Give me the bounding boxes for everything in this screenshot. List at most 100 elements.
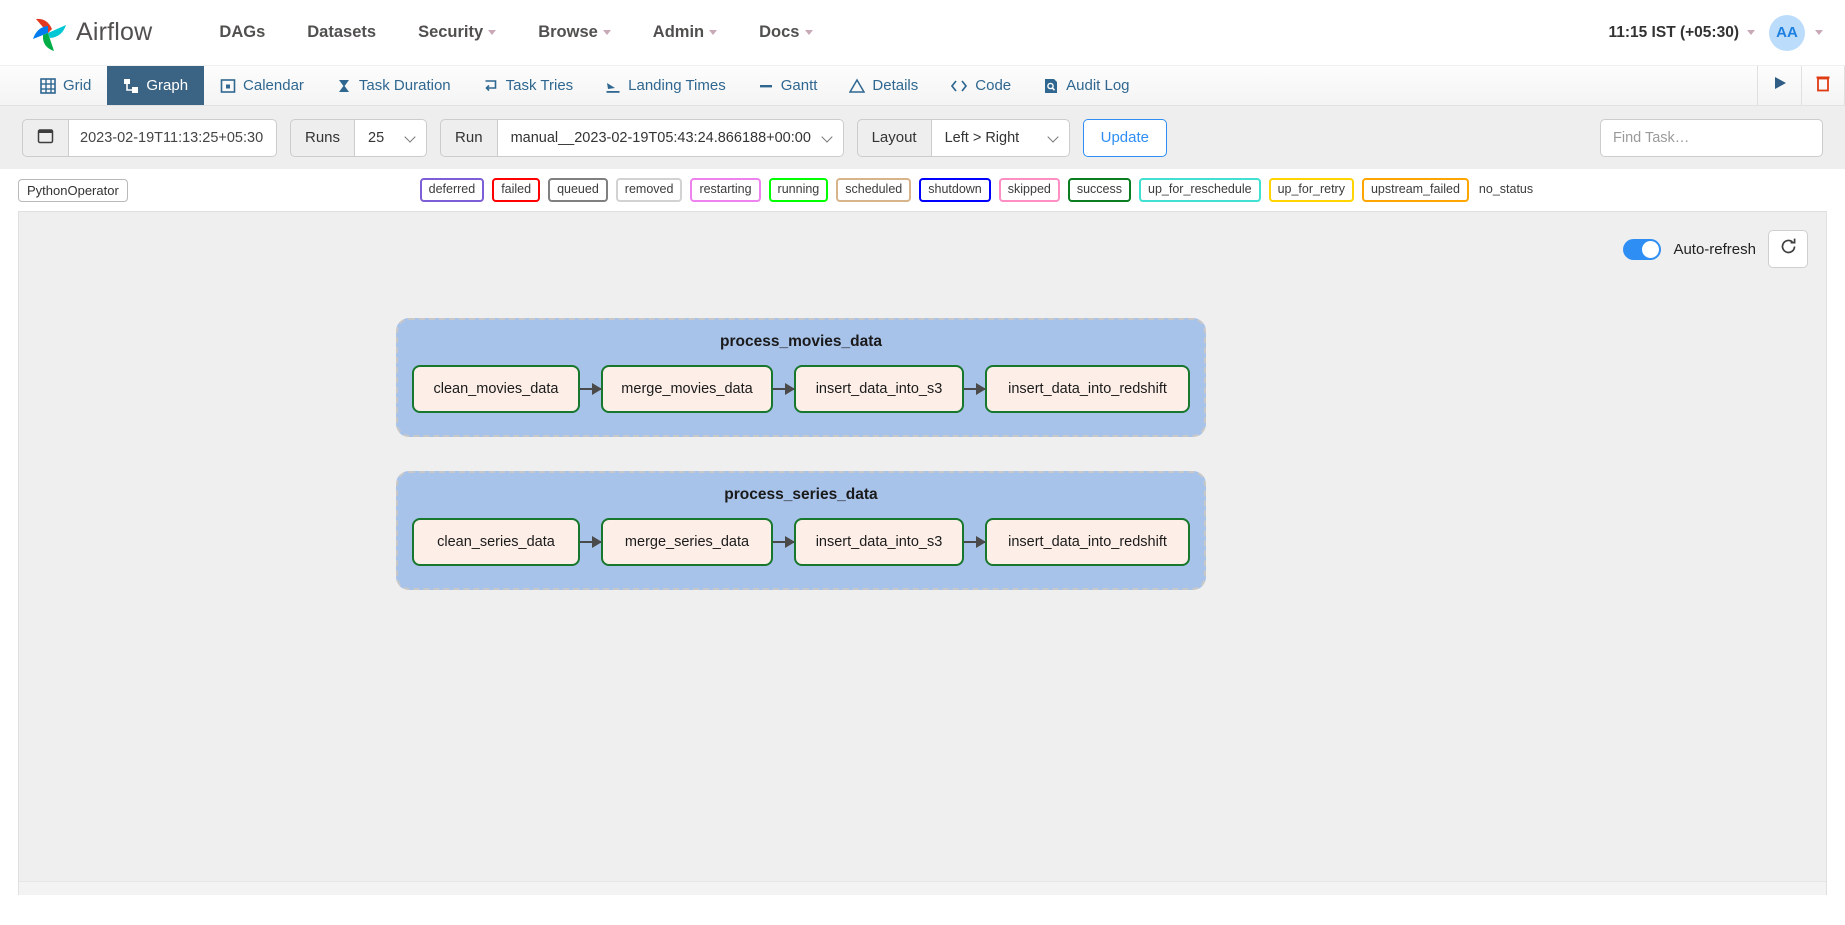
update-button[interactable]: Update [1082,118,1167,157]
status-badge-queued[interactable]: queued [548,178,608,202]
dag-run-select[interactable]: manual__2023-02-19T05:43:24.866188+00:00 [497,118,844,157]
task-group-process-movies-data[interactable]: process_movies_data clean_movies_data me… [396,318,1206,437]
nav-item-security[interactable]: Security [397,15,517,50]
task-groups: process_movies_data clean_movies_data me… [396,318,1206,624]
tab-code[interactable]: Code [934,66,1027,105]
status-badge-running[interactable]: running [768,178,829,202]
calendar-icon [220,78,236,94]
status-badge-shutdown[interactable]: shutdown [919,178,991,202]
status-badge-failed[interactable]: failed [492,178,541,202]
calendar-picker-button[interactable] [22,118,69,157]
layout-label: Layout [856,118,932,157]
timezone-selector[interactable]: 11:15 IST (+05:30) [1608,24,1755,42]
operator-filter-pill[interactable]: PythonOperator [18,178,128,202]
status-legend: deferred failed queued removed restartin… [419,178,1536,202]
auto-refresh-toggle[interactable] [1623,238,1662,260]
nav-item-browse[interactable]: Browse [517,15,632,50]
delete-dag-button[interactable] [1801,66,1845,105]
filter-toolbar: 2023-02-19T11:13:25+05:30 Runs 25 Run ma… [0,106,1845,169]
status-badge-removed[interactable]: removed [615,178,683,202]
nav-item-docs[interactable]: Docs [738,15,833,50]
auto-refresh-label: Auto-refresh [1673,240,1756,258]
trigger-dag-button[interactable] [1757,66,1801,105]
nav-links: DAGs Datasets Security Browse Admin Docs [198,15,833,50]
tab-task-duration[interactable]: Task Duration [320,66,467,105]
clock-label: 11:15 IST (+05:30) [1608,23,1739,41]
find-task-input[interactable]: Find Task… [1600,118,1823,157]
status-badge-up-for-retry[interactable]: up_for_retry [1268,178,1354,202]
task-node-insert-data-into-redshift[interactable]: insert_data_into_redshift [985,365,1190,413]
edge-arrow [964,383,986,395]
tab-calendar[interactable]: Calendar [204,66,320,105]
tab-audit-log[interactable]: Audit Log [1027,66,1145,105]
status-badge-no-status[interactable]: no_status [1476,180,1536,200]
graph-canvas[interactable]: Auto-refresh process_movies_data clean_m… [18,211,1827,895]
dag-run-value: manual__2023-02-19T05:43:24.866188+00:00 [510,129,811,146]
status-badge-restarting[interactable]: restarting [690,178,761,202]
code-icon [950,78,968,94]
task-group-title: process_movies_data [720,333,882,350]
chevron-down-icon [488,30,497,35]
landing-icon [605,78,621,94]
chevron-down-icon [406,132,417,143]
grid-icon [40,77,56,94]
tab-label: Landing Times [628,77,726,94]
nav-item-datasets[interactable]: Datasets [286,15,397,50]
airflow-logo-icon [26,11,70,55]
refresh-button[interactable] [1768,230,1808,268]
user-menu[interactable]: AA [1769,14,1823,51]
status-badge-upstream-failed[interactable]: upstream_failed [1361,178,1469,202]
layout-select[interactable]: Left > Right [931,118,1070,157]
nav-item-dags[interactable]: DAGs [198,15,286,50]
task-node-merge-series-data[interactable]: merge_series_data [601,518,773,566]
top-navbar: Airflow DAGs Datasets Security Browse Ad… [0,0,1845,66]
task-group-process-series-data[interactable]: process_series_data clean_series_data me… [396,471,1206,590]
tab-label: Calendar [243,77,304,94]
status-badge-success[interactable]: success [1067,178,1132,202]
tab-task-tries[interactable]: Task Tries [467,66,590,105]
task-node-insert-data-into-s3[interactable]: insert_data_into_s3 [794,518,964,566]
tab-gantt[interactable]: Gantt [742,66,834,105]
base-date-input[interactable]: 2023-02-19T11:13:25+05:30 [69,118,277,157]
edge-arrow [964,536,986,548]
nav-item-label: Security [418,23,484,41]
task-node-clean-movies-data[interactable]: clean_movies_data [412,365,580,413]
num-runs-select[interactable]: 25 [355,118,428,157]
task-group-title: process_series_data [724,486,878,503]
chevron-down-icon [804,30,813,35]
auto-refresh-controls: Auto-refresh [1623,230,1808,268]
task-node-insert-data-into-redshift[interactable]: insert_data_into_redshift [985,518,1190,566]
edge-arrow [773,383,795,395]
tab-grid[interactable]: Grid [24,66,107,105]
tab-details[interactable]: Details [833,66,934,105]
status-badge-skipped[interactable]: skipped [998,178,1060,202]
tab-label: Task Tries [505,77,574,94]
brand-home-link[interactable]: Airflow [26,11,152,55]
task-node-insert-data-into-s3[interactable]: insert_data_into_s3 [794,365,964,413]
date-filter-group: 2023-02-19T11:13:25+05:30 [22,118,277,157]
status-badge-up-for-reschedule[interactable]: up_for_reschedule [1139,178,1261,202]
task-node-merge-movies-data[interactable]: merge_movies_data [601,365,773,413]
tab-label: Code [975,77,1012,94]
run-filter-group: Run manual__2023-02-19T05:43:24.866188+0… [440,118,844,157]
dag-view-tabbar: Grid Graph Calendar Task Duration Task T… [0,66,1845,106]
audit-log-icon [1043,78,1059,94]
tab-graph[interactable]: Graph [107,66,205,105]
nav-item-label: Admin [652,23,705,41]
horizontal-scrollbar[interactable] [19,881,1826,895]
brand-name: Airflow [76,18,153,46]
retry-icon [483,78,499,94]
legend-row: PythonOperator deferred failed queued re… [0,169,1845,211]
chevron-down-icon [1815,30,1823,35]
nav-item-label: Browse [538,23,598,41]
chevron-down-icon [1049,132,1060,143]
status-badge-deferred[interactable]: deferred [419,178,485,202]
task-node-clean-series-data[interactable]: clean_series_data [412,518,580,566]
status-badge-scheduled[interactable]: scheduled [836,178,912,202]
nav-item-admin[interactable]: Admin [632,15,738,50]
tab-landing-times[interactable]: Landing Times [589,66,742,105]
chevron-down-icon [709,30,718,35]
avatar: AA [1769,14,1805,51]
chevron-down-icon [1747,30,1755,35]
chevron-down-icon [602,30,611,35]
